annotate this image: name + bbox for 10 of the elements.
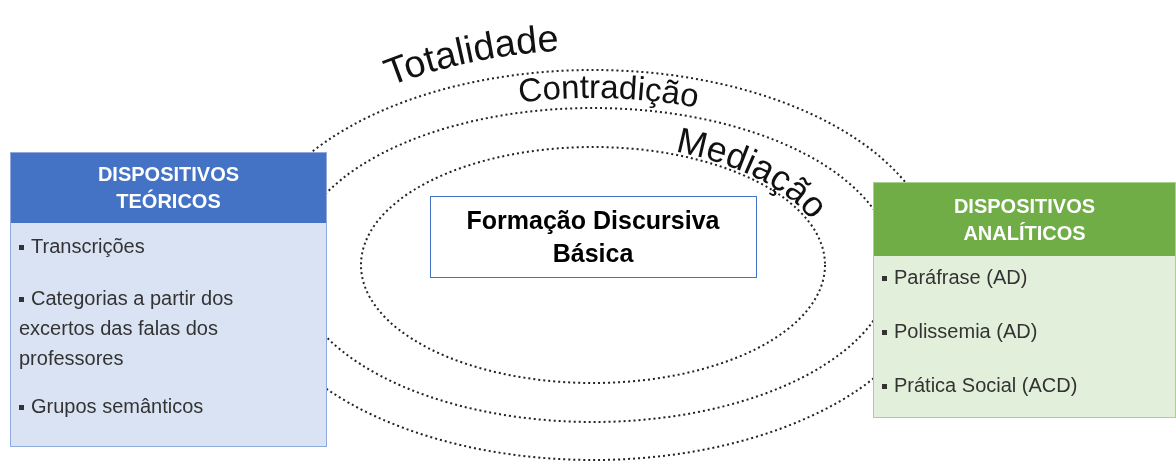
list-panel (10, 152, 327, 447)
list-item: Transcrições (11, 231, 326, 261)
panel-heading: DISPOSITIVOS TEÓRICOS (11, 153, 326, 223)
list-item: Grupos semânticos (11, 391, 326, 421)
panel-heading: DISPOSITIVOS ANALÍTICOS (874, 183, 1175, 256)
list-item: Polissemia (AD) (874, 316, 1175, 346)
list-item: Paráfrase (AD) (874, 262, 1175, 292)
list-panel (873, 182, 1176, 418)
list-item: Categorias a partir dos excertos das falas dos professores (11, 283, 326, 373)
list-item: Prática Social (ACD) (874, 370, 1175, 400)
